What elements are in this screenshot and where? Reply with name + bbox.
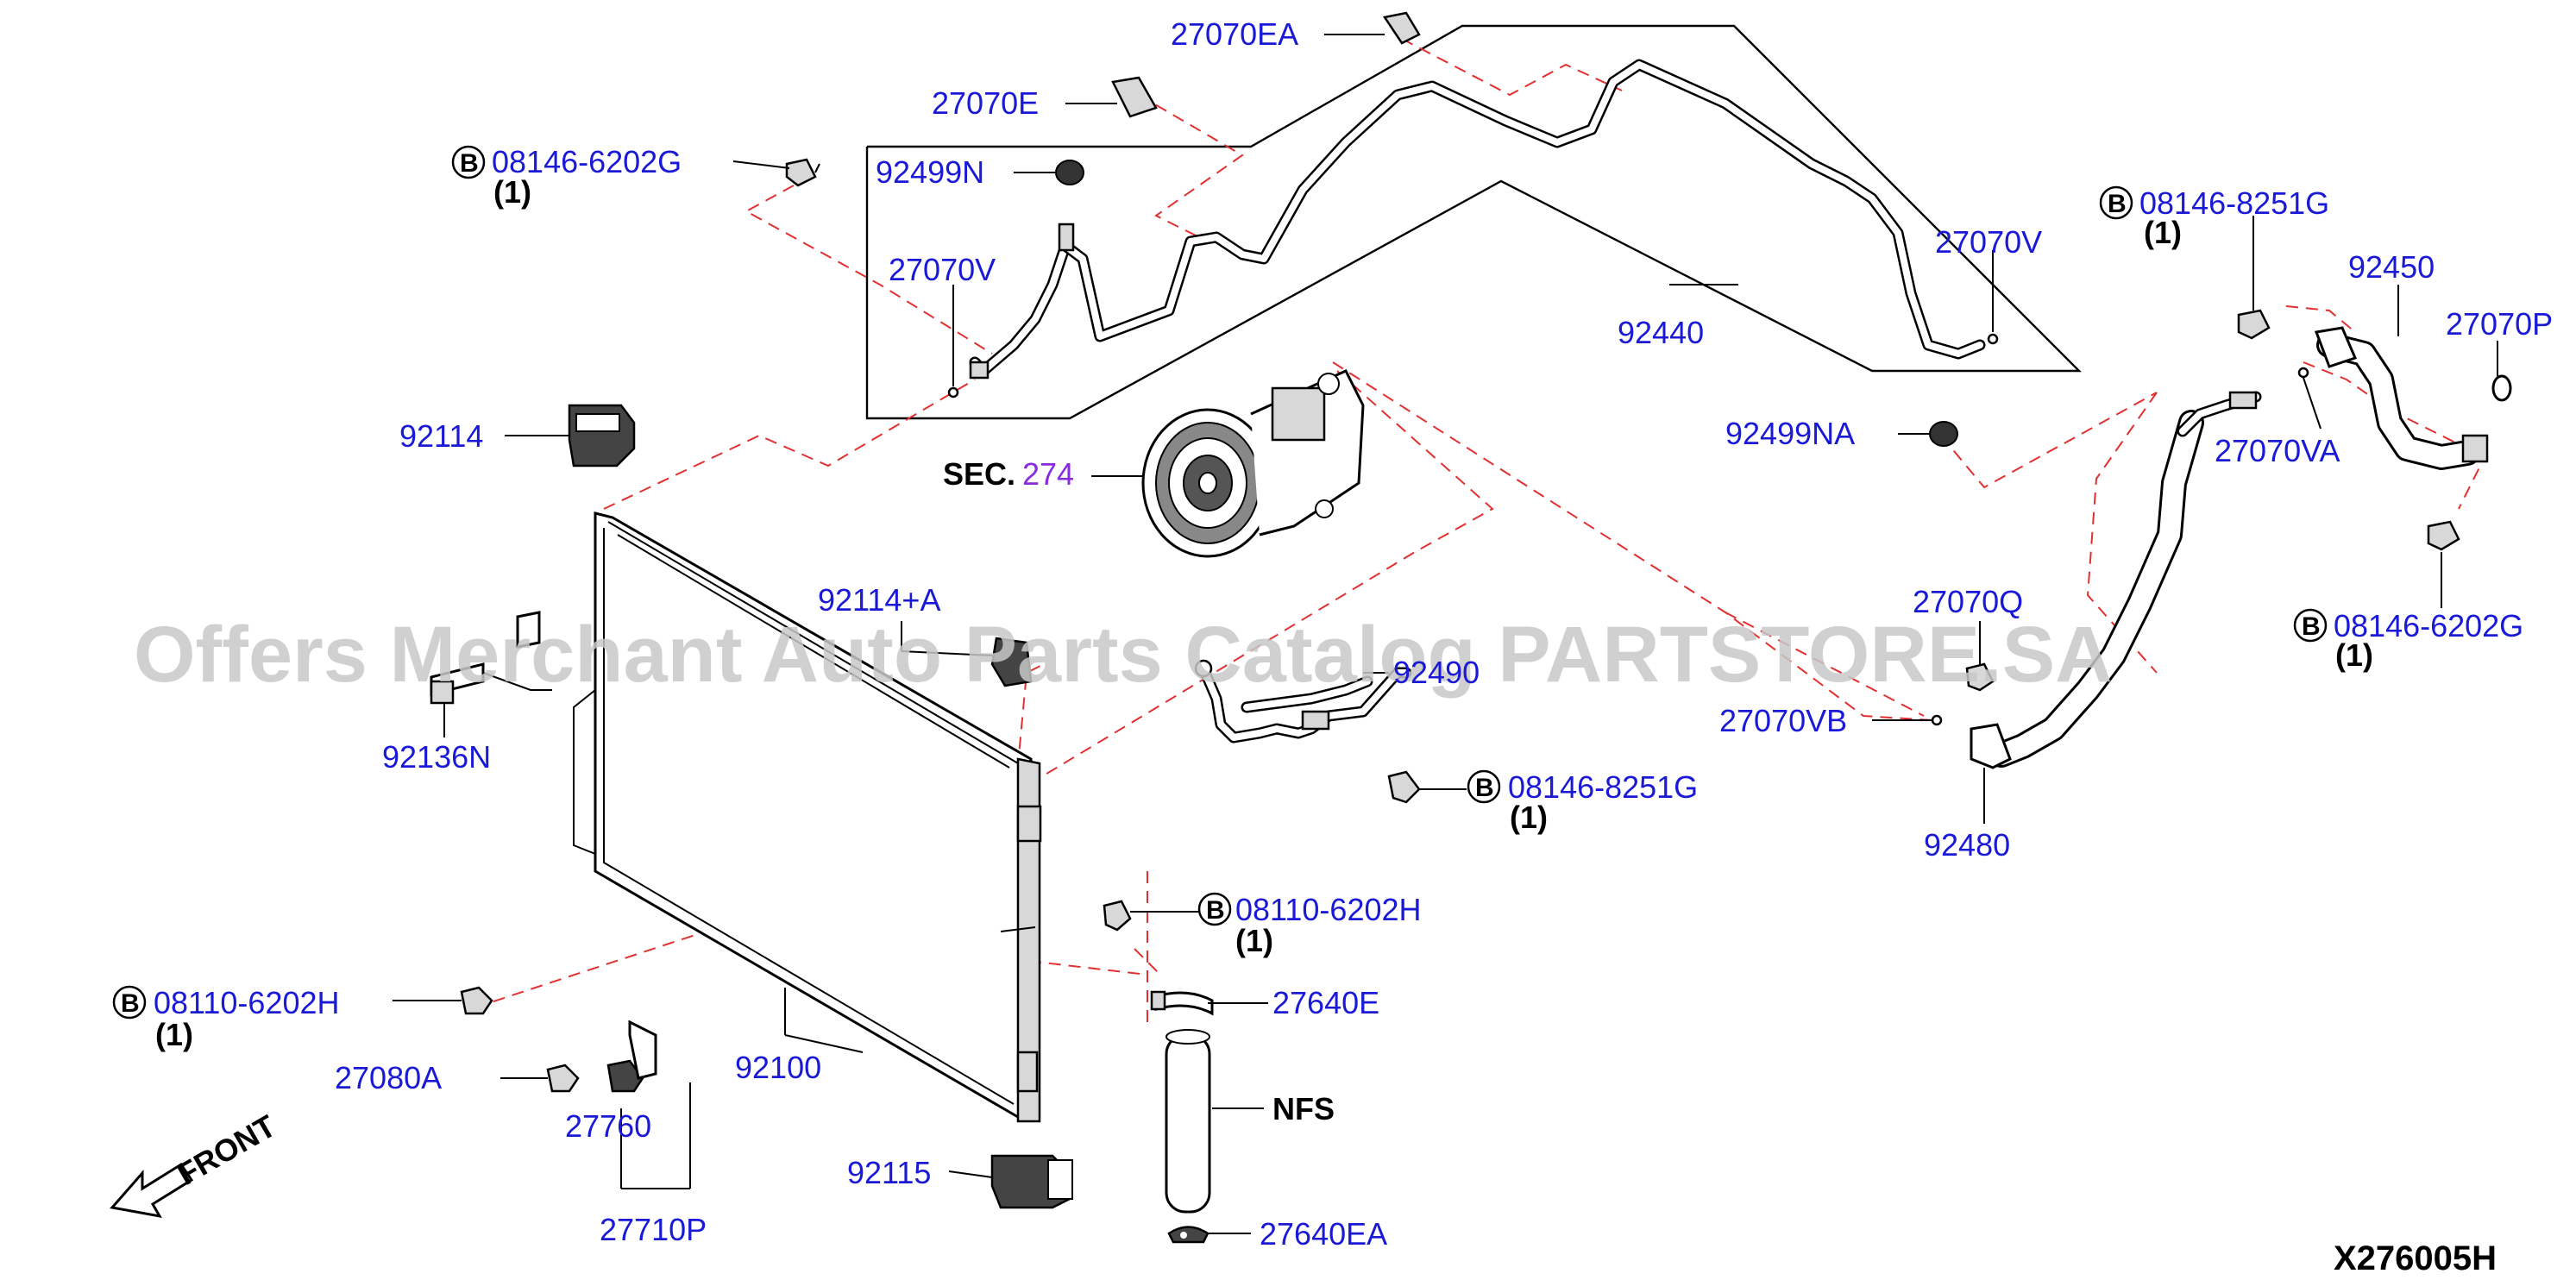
label-08146-8251g-mid[interactable]: 08146-8251G [1508,769,1698,805]
qty-08146-6202g-top: (1) [493,174,531,210]
label-92499na[interactable]: 92499NA [1725,416,1855,451]
bracket-92114[interactable] [568,404,636,467]
hose-92450[interactable] [2314,326,2489,470]
label-27070ea[interactable]: 27070EA [1171,16,1298,52]
bolt-badge-icon [2099,185,2133,220]
sensor-27760[interactable] [606,1020,657,1093]
label-92440[interactable]: 92440 [1618,315,1704,350]
bolt-badge-icon [451,145,486,179]
sensor-27080a[interactable] [546,1064,580,1093]
label-08146-8251g-right[interactable]: 08146-8251G [2139,185,2329,221]
front-label: FRONT [172,1107,282,1192]
label-92450[interactable]: 92450 [2348,249,2435,285]
label-92114[interactable]: 92114 [399,418,483,454]
label-92136n[interactable]: 92136N [382,739,491,775]
bracket-92136n[interactable] [430,611,552,705]
pipe-92490[interactable] [1194,659,1412,744]
bolt-27070q[interactable] [1965,662,1995,692]
bolt-badge-letter: B [460,149,479,178]
diagram-code: X276005H [2334,1239,2497,1277]
condenser-92100[interactable] [573,511,1042,1123]
qty-08146-8251g-mid: (1) [1510,800,1548,835]
bolt-08146-6202g-top[interactable] [785,158,820,187]
label-08146-6202g-top[interactable]: 08146-6202G [492,144,682,179]
plug-27640ea[interactable] [1167,1226,1209,1244]
oring-27070v-right [1987,333,1999,345]
bolt-08146-8251g-mid[interactable] [1387,770,1421,804]
label-27640ea[interactable]: 27640EA [1260,1216,1387,1252]
front-arrow-icon [110,1162,194,1219]
bolt-badge-letter: B [2302,612,2321,641]
label-27070v-right[interactable]: 27070V [1935,224,2042,260]
fitting-27070e[interactable] [1111,76,1158,118]
bolt-08146-8251g-right[interactable] [2237,309,2271,340]
label-92490[interactable]: 92490 [1393,655,1480,690]
label-27070q[interactable]: 27070Q [1913,584,2023,619]
label-92100[interactable]: 92100 [735,1050,821,1085]
bolt-badge-letter: B [121,989,140,1018]
label-92115[interactable]: 92115 [847,1155,931,1190]
front-arrow: FRONT [110,1107,282,1219]
bolt-08110-6202h-mid[interactable] [1103,900,1132,932]
qty-08110-6202h-mid: (1) [1235,923,1273,958]
bolt-badge-letter: B [1206,896,1225,925]
receiver-drier[interactable] [1165,1029,1211,1214]
label-08110-6202h-left[interactable]: 08110-6202H [154,985,340,1020]
label-27070p[interactable]: 27070P [2446,306,2553,342]
oring-27070p [2491,374,2512,402]
label-27070e[interactable]: 27070E [932,85,1039,121]
part-labels: 27070EA 27070E B 08146-6202G (1) 92499N … [112,16,2553,1252]
watermark: Offers Merchant Auto Parts Catalog PARTS… [134,611,2113,699]
bolt-badge-icon [2293,608,2328,643]
bolt-badge-icon [112,985,147,1020]
leader-lines [393,34,2498,1234]
label-sec-prefix: SEC. [943,456,1015,492]
clamp-27640e[interactable] [1150,990,1214,1016]
label-27710p[interactable]: 27710P [600,1212,707,1247]
cap-92499na[interactable] [1929,421,1958,447]
label-92499n[interactable]: 92499N [876,154,984,190]
label-92480[interactable]: 92480 [1924,827,2010,863]
hose-92480[interactable] [1970,391,2262,769]
label-08110-6202h-mid[interactable]: 08110-6202H [1235,892,1422,927]
label-27640e[interactable]: 27640E [1272,985,1379,1020]
bolt-badge-letter: B [2108,190,2127,218]
bolt-badge-icon [1197,892,1232,926]
oring-27070va [2297,367,2309,379]
oring-27070vb [1931,714,1943,726]
label-27070v-left[interactable]: 27070V [889,252,996,287]
label-27760[interactable]: 27760 [565,1108,651,1144]
qty-08110-6202h-left: (1) [155,1017,193,1052]
fitting-27070ea[interactable] [1382,11,1421,45]
bolt-badge-letter: B [1475,774,1494,802]
label-27070vb[interactable]: 27070VB [1719,703,1847,738]
label-27080a[interactable]: 27080A [335,1060,442,1095]
label-27070va[interactable]: 27070VA [2215,433,2340,468]
label-08146-6202g-right[interactable]: 08146-6202G [2334,608,2523,643]
compressor-sec274[interactable] [1141,369,1365,558]
bolt-08146-6202g-right[interactable] [2427,520,2460,551]
bracket-92115[interactable] [990,1154,1073,1209]
pipe-92440[interactable] [969,59,1986,380]
oring-27070v-left [947,386,959,398]
pipe-assembly-frame [865,24,2082,420]
label-sec-274[interactable]: 274 [1022,456,1074,492]
label-92114a[interactable]: 92114+A [818,582,940,618]
cap-92499n[interactable] [1055,160,1084,185]
bolt-08110-6202h-left[interactable] [460,986,493,1015]
qty-08146-8251g-right: (1) [2144,215,2182,250]
bracket-92114a[interactable] [990,637,1033,687]
bolt-badge-icon [1467,769,1501,804]
qty-08146-6202g-right: (1) [2335,637,2373,673]
label-nfs: NFS [1272,1091,1335,1126]
